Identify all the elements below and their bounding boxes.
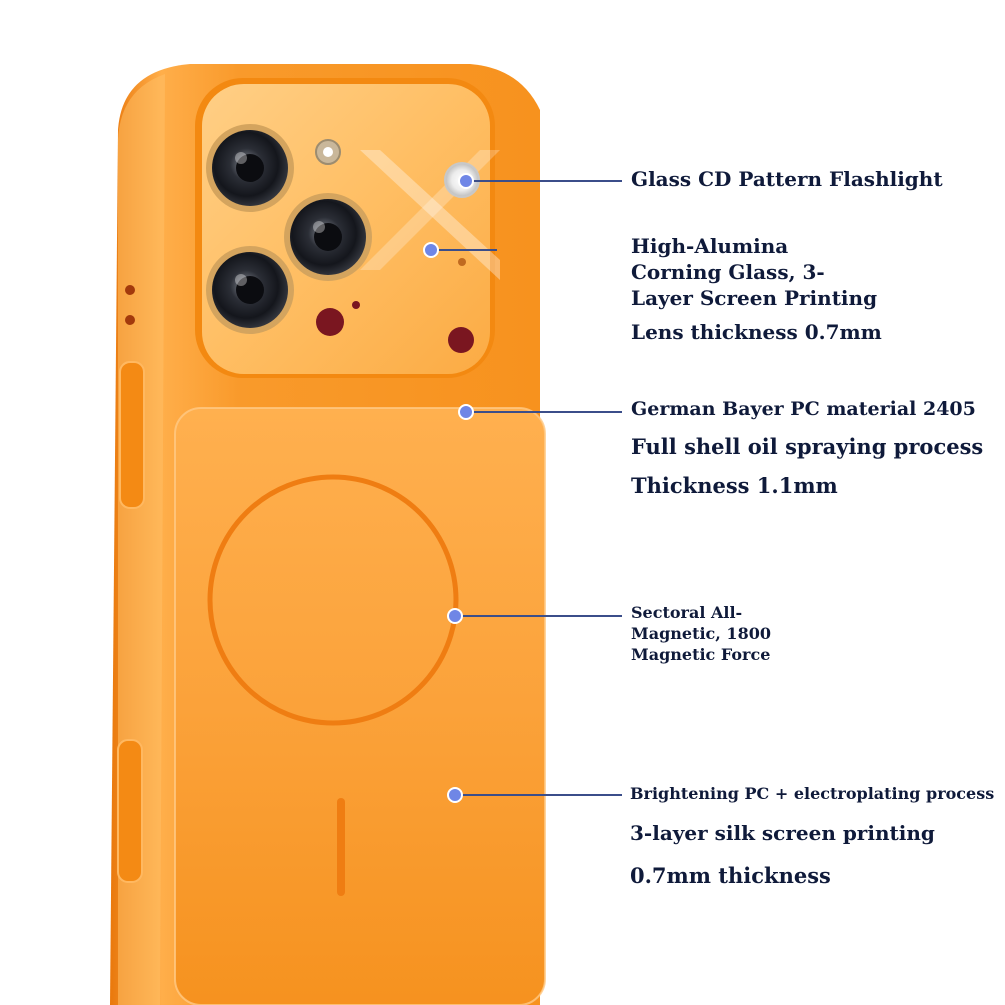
shell-material-title: German Bayer PC material 2405 (631, 398, 976, 420)
callout-shell-material: German Bayer PC material 2405 Full shell… (631, 398, 983, 498)
magnetic-line-1: Sectoral All- (631, 603, 743, 622)
side-button-upper (119, 361, 145, 509)
camera-lens-icon (206, 246, 294, 334)
side-button-lower (117, 739, 143, 883)
camera-lens-icon (206, 124, 294, 212)
plating-thickness: 0.7mm thickness (630, 863, 831, 888)
flashlight-title: Glass CD Pattern Flashlight (631, 167, 943, 191)
callout-dot-icon (423, 242, 439, 258)
callout-lens-glass: High-Alumina Corning Glass, 3- Layer Scr… (631, 233, 882, 345)
magnetic-line-3: Magnetic Force (631, 645, 771, 664)
callout-dot-icon (447, 608, 463, 624)
mic-hole-2 (125, 315, 135, 325)
mic-dot (448, 327, 474, 353)
magnetic-line-2: Magnetic, 1800 (631, 624, 771, 643)
magsafe-ring (207, 474, 459, 726)
lidar-dot (316, 308, 344, 336)
back-panel (175, 408, 545, 1005)
magsafe-alignment-line (337, 798, 345, 896)
callout-dot-icon (458, 173, 474, 189)
silk-screen-printing: 3-layer silk screen printing (630, 821, 935, 845)
lens-glass-line-1: High-Alumina (631, 234, 789, 258)
lens-thickness: Lens thickness 0.7mm (631, 320, 882, 344)
brightening-title: Brightening PC + electroplating process (630, 784, 995, 803)
callout-flashlight: Glass CD Pattern Flashlight (631, 167, 943, 191)
callout-magnetic: Sectoral All- Magnetic, 1800 Magnetic Fo… (631, 602, 771, 665)
lens-glass-line-2: Corning Glass, 3- (631, 260, 825, 284)
lens-glass-line-3: Layer Screen Printing (631, 286, 878, 310)
shell-thickness: Thickness 1.1mm (631, 473, 838, 498)
callout-dot-icon (458, 404, 474, 420)
callout-dot-icon (447, 787, 463, 803)
callout-lines (431, 180, 622, 796)
camera-lens-icon (284, 193, 372, 281)
callout-brightening: Brightening PC + electroplating process … (630, 784, 994, 888)
mic-hole-1 (125, 285, 135, 295)
shell-process: Full shell oil spraying process (631, 434, 984, 459)
